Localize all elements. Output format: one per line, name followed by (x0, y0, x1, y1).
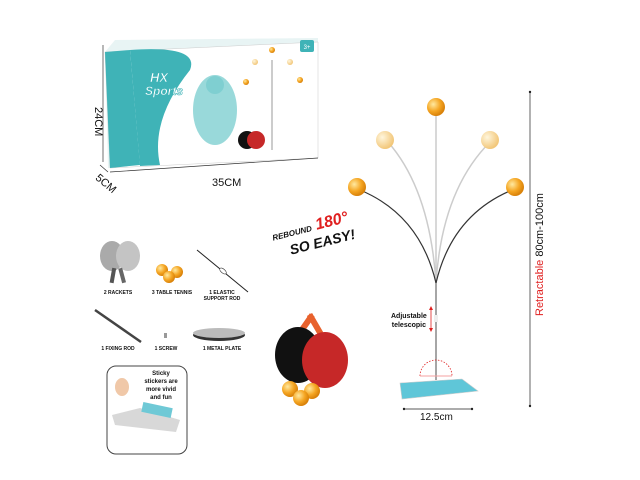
box-boy-figure (193, 75, 237, 145)
telescopic-label-line1: Adjustable (391, 313, 427, 320)
telescopic-label: Adjustable telescopic (391, 312, 427, 330)
svg-text:Sports: Sports (145, 84, 183, 98)
svg-text:3+: 3+ (304, 45, 311, 51)
contents-label-balls: 3 TABLE TENNIS (151, 290, 193, 296)
paddles-illustration (275, 312, 348, 406)
sticker-note: Sticky stickers are more vivid and fun (144, 371, 178, 401)
box-width-label: 35CM (212, 177, 242, 189)
telescopic-label-line2: telescopic (391, 322, 427, 329)
product-box: HX Sports 3+ (99, 38, 319, 173)
contents-label-fixing-rod: 1 FIXING ROD (101, 346, 135, 352)
box-age-badge (300, 40, 314, 52)
contents-illustrations (94, 241, 249, 455)
box-brand-logo: HX (150, 70, 169, 85)
contents-label-rackets: 2 RACKETS (103, 290, 133, 296)
retractable-word: Retractable (534, 259, 546, 316)
retractable-label: Retractable 80cm-100cm (534, 193, 546, 316)
rebound-stand (348, 90, 532, 411)
contents-label-elastic-rod: 1 ELASTIC SUPPORT ROD (203, 290, 241, 302)
retractable-range: 80cm-100cm (534, 193, 546, 260)
contents-label-metal-plate: 1 METAL PLATE (202, 346, 242, 352)
box-height-label: 24CM (92, 107, 104, 137)
contents-label-screw: 1 SCREW (154, 346, 178, 352)
base-width-label: 12.5cm (420, 412, 453, 423)
